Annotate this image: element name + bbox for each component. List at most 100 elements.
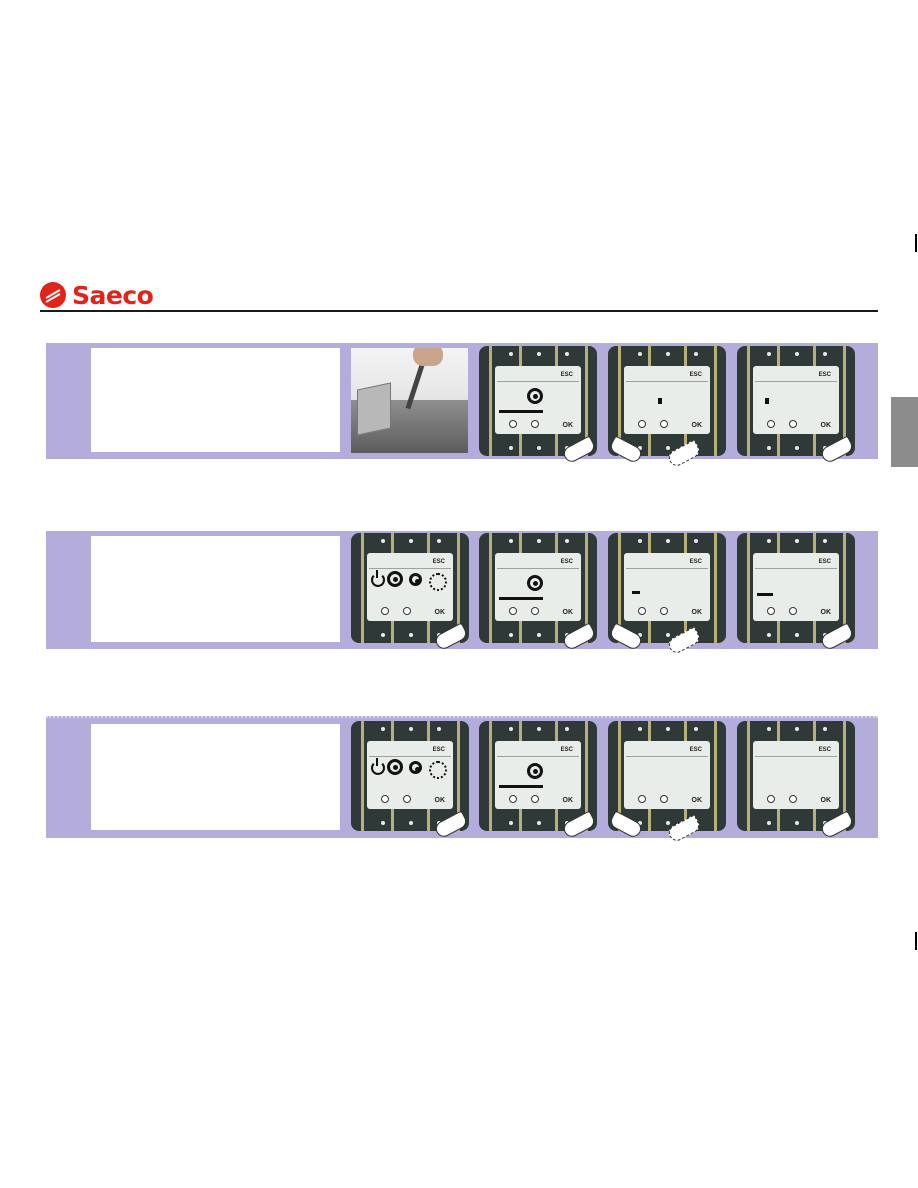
- bezel-line: [714, 533, 717, 643]
- machine-photo: [351, 348, 468, 453]
- bezel-dot: [409, 727, 413, 731]
- bezel-line: [747, 533, 750, 643]
- lcd-separator: [626, 756, 708, 757]
- ok-label: OK: [562, 609, 574, 616]
- bezel-dot: [795, 352, 799, 356]
- descale-icon: [409, 761, 422, 774]
- bezel-dot: [694, 352, 698, 356]
- bezel-line: [843, 346, 846, 456]
- esc-label: ESC: [432, 747, 445, 753]
- lcd-screen: ESC OK: [367, 741, 453, 809]
- lcd-separator: [755, 568, 837, 569]
- nav-left-icon: [638, 607, 646, 615]
- brand-name: Saeco: [72, 280, 154, 310]
- display-panel: ESC OK: [351, 533, 469, 643]
- bezel-dot: [437, 539, 441, 543]
- saeco-logo: Saeco: [40, 280, 154, 310]
- esc-label: ESC: [432, 559, 445, 565]
- bezel-dot: [437, 727, 441, 731]
- bezel-dot: [694, 727, 698, 731]
- lcd-screen: ESC OK: [367, 553, 453, 621]
- bezel-line: [714, 721, 717, 831]
- progress-bar: [499, 785, 543, 788]
- ok-label: OK: [691, 797, 703, 804]
- lcd-separator: [755, 381, 837, 382]
- display-panel: ESC OK: [608, 721, 726, 831]
- power-icon: [371, 758, 385, 775]
- nav-left-icon: [509, 420, 517, 428]
- nav-right-icon: [789, 795, 797, 803]
- bezel-dot: [509, 821, 513, 825]
- bezel-dot: [409, 633, 413, 637]
- cursor-mark: [765, 398, 769, 404]
- bezel-line: [361, 721, 364, 831]
- ok-label: OK: [434, 797, 446, 804]
- bezel-dot: [565, 352, 569, 356]
- bezel-dot: [767, 539, 771, 543]
- bezel-line: [843, 721, 846, 831]
- nav-right-icon: [531, 607, 539, 615]
- saeco-logo-mark: [40, 282, 66, 308]
- progress-bar: [499, 597, 543, 600]
- bezel-line: [618, 721, 621, 831]
- bezel-dot: [666, 446, 670, 450]
- nav-left-icon: [767, 607, 775, 615]
- bezel-dot: [537, 446, 541, 450]
- bezel-dot: [767, 821, 771, 825]
- bezel-line: [714, 346, 717, 456]
- bezel-dot: [767, 633, 771, 637]
- machine-lid: [357, 382, 391, 436]
- bezel-dot: [381, 821, 385, 825]
- ok-label: OK: [562, 797, 574, 804]
- bezel-dot: [509, 727, 513, 731]
- bezel-dot: [795, 821, 799, 825]
- ok-label: OK: [562, 422, 574, 429]
- ok-label: OK: [434, 609, 446, 616]
- esc-label: ESC: [818, 747, 831, 753]
- nav-left-icon: [381, 607, 389, 615]
- bezel-line: [457, 721, 460, 831]
- step-text-box-2: [91, 536, 340, 642]
- lcd-separator: [626, 568, 708, 569]
- nav-right-icon: [531, 420, 539, 428]
- esc-label: ESC: [689, 747, 702, 753]
- bezel-dot: [409, 539, 413, 543]
- bezel-dot: [666, 821, 670, 825]
- esc-label: ESC: [689, 559, 702, 565]
- ok-label: OK: [820, 609, 832, 616]
- nav-right-icon: [660, 795, 668, 803]
- maintenance-icon: [387, 571, 403, 587]
- bezel-dot: [509, 446, 513, 450]
- cursor-mark: [658, 398, 662, 404]
- descale-icon: [409, 573, 422, 586]
- bezel-dot: [638, 352, 642, 356]
- lcd-screen: ESC OK: [624, 741, 710, 809]
- bezel-dot: [767, 446, 771, 450]
- nav-right-icon: [403, 795, 411, 803]
- bezel-dot: [823, 727, 827, 731]
- bezel-dot: [565, 539, 569, 543]
- lcd-separator: [626, 381, 708, 382]
- bezel-dot: [767, 352, 771, 356]
- bezel-dot: [381, 727, 385, 731]
- bezel-dot: [537, 539, 541, 543]
- bezel-line: [585, 346, 588, 456]
- bezel-line: [585, 721, 588, 831]
- bezel-dot: [537, 821, 541, 825]
- bezel-dot: [565, 727, 569, 731]
- nav-left-icon: [767, 795, 775, 803]
- nav-left-icon: [509, 795, 517, 803]
- crop-mark-bottom: [915, 932, 917, 950]
- ok-label: OK: [820, 422, 832, 429]
- crop-mark-top: [915, 234, 917, 252]
- bezel-dot: [509, 539, 513, 543]
- bezel-dot: [509, 633, 513, 637]
